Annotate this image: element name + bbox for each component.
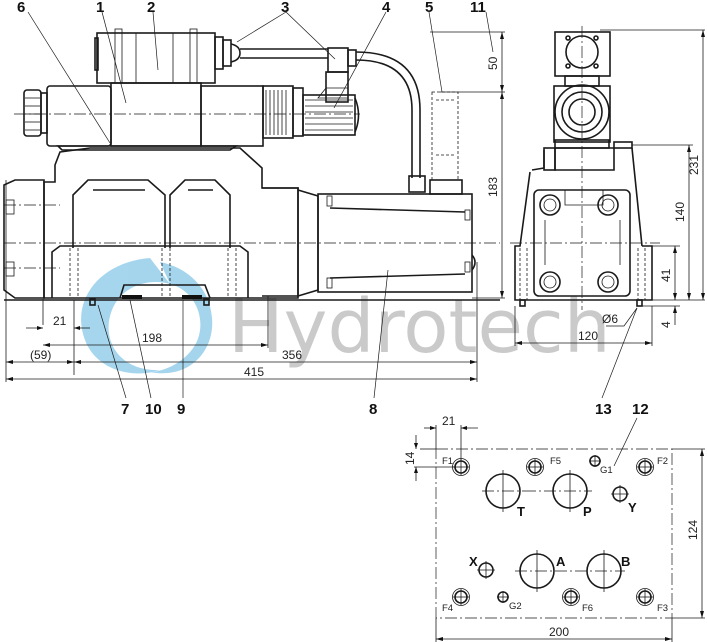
- subplate-dim-124: 124: [686, 520, 700, 540]
- port-label-P: P: [583, 504, 592, 519]
- port-label-A: A: [556, 554, 566, 569]
- callout-6: 6: [17, 0, 25, 16]
- port-label-T: T: [517, 504, 525, 519]
- port-A: [515, 550, 625, 592]
- callout-1: 1: [96, 0, 104, 16]
- callout-7: 7: [121, 401, 129, 418]
- watermark-logo: [81, 258, 213, 374]
- dim-6-diameter: Ø6: [602, 312, 618, 326]
- port-T: [482, 470, 524, 512]
- callout-11: 11: [470, 0, 486, 16]
- subplate-dim-200: 200: [549, 625, 569, 639]
- port-P: [524, 470, 592, 512]
- dim-231: 231: [687, 155, 701, 175]
- subplate-dim-21: 21: [442, 414, 456, 428]
- hole-label-F1: F1: [442, 456, 453, 467]
- hole-label-F3: F3: [657, 603, 668, 614]
- callout-2: 2: [147, 0, 155, 16]
- callout-9: 9: [177, 401, 185, 418]
- leader-lines: [27, 11, 638, 467]
- hole-F6: [562, 588, 580, 606]
- actuator-housing: [317, 193, 473, 293]
- side-view: [3, 28, 500, 306]
- side-view-dimensions: 21 198 (59) 356 415 50 183: [5, 31, 505, 382]
- callout-13: 13: [595, 401, 612, 418]
- hole-G1: [589, 455, 601, 467]
- callout-5: 5: [425, 0, 433, 16]
- port-Y: [611, 485, 629, 503]
- dim-120: 120: [578, 329, 598, 343]
- hole-F5: [526, 458, 544, 476]
- hole-G2: [497, 591, 509, 603]
- subplate-dimensions: 21 14 124 200: [403, 414, 705, 642]
- dim-41: 41: [659, 268, 673, 282]
- dim-140: 140: [673, 202, 687, 222]
- dim-59: (59): [30, 348, 51, 362]
- hole-F1: [452, 458, 470, 476]
- dim-21: 21: [53, 314, 67, 328]
- port-X: [477, 561, 495, 579]
- hole-label-F2: F2: [657, 456, 668, 467]
- dim-415: 415: [244, 365, 264, 379]
- dim-4: 4: [659, 321, 673, 328]
- hole-F4: [452, 588, 470, 606]
- port-label-B: B: [621, 554, 630, 569]
- port-B: [586, 550, 622, 592]
- port-label-Y: Y: [628, 500, 637, 515]
- callout-8: 8: [369, 401, 377, 418]
- hole-label-F4: F4: [442, 603, 453, 614]
- end-view: [510, 26, 660, 310]
- subplate-dim-14: 14: [403, 451, 417, 465]
- dim-183: 183: [486, 177, 500, 197]
- callout-3: 3: [281, 0, 289, 16]
- hole-label-F6: F6: [582, 603, 593, 614]
- dim-356: 356: [282, 348, 302, 362]
- end-view-dimensions: 231 140 41 4 Ø6 120: [514, 29, 705, 346]
- hole-label-F5: F5: [550, 456, 561, 467]
- callouts: 6 1 2 3 4 5 11 7 10 9 8 13 12: [17, 0, 649, 418]
- callout-4: 4: [382, 0, 391, 16]
- dim-50: 50: [486, 56, 500, 70]
- solenoid-center: [110, 82, 202, 147]
- port-label-X: X: [469, 554, 478, 569]
- subplate-outline: [435, 448, 673, 619]
- callout-12: 12: [632, 401, 649, 418]
- dim-198: 198: [142, 331, 162, 345]
- subplate-view: T P Y X A B F1 F5 G1 F2 F4 G2 F6 F3: [420, 448, 673, 619]
- hole-F3: [636, 588, 654, 606]
- hole-label-G2: G2: [509, 601, 522, 612]
- callout-10: 10: [145, 401, 162, 418]
- hole-label-G1: G1: [600, 465, 613, 476]
- hole-F2: [636, 458, 654, 476]
